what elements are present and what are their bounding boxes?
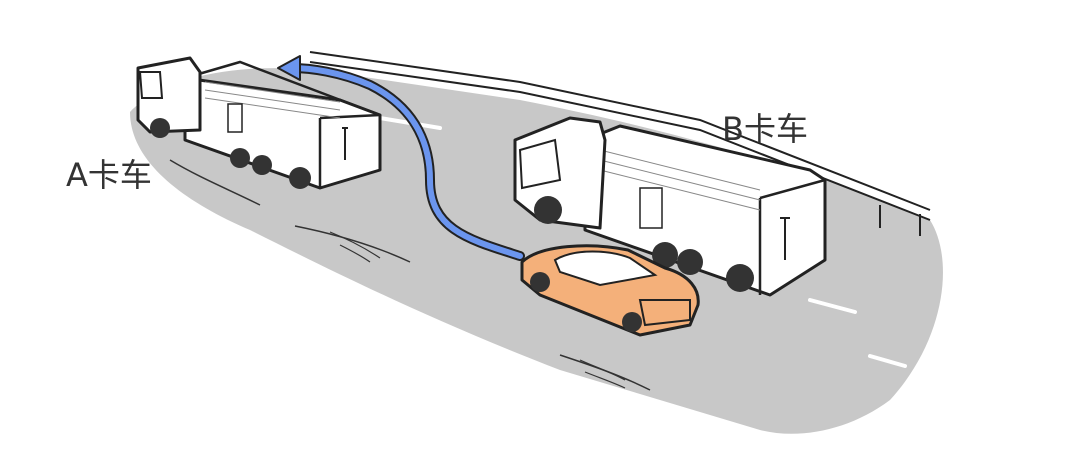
truck-b: [513, 116, 827, 297]
truck-a: [136, 56, 382, 190]
truck-b-label: B卡车: [722, 110, 808, 148]
lane-change-arrow-icon: [277, 55, 525, 261]
truck-a-label: A卡车: [66, 156, 152, 194]
car: [520, 244, 700, 337]
